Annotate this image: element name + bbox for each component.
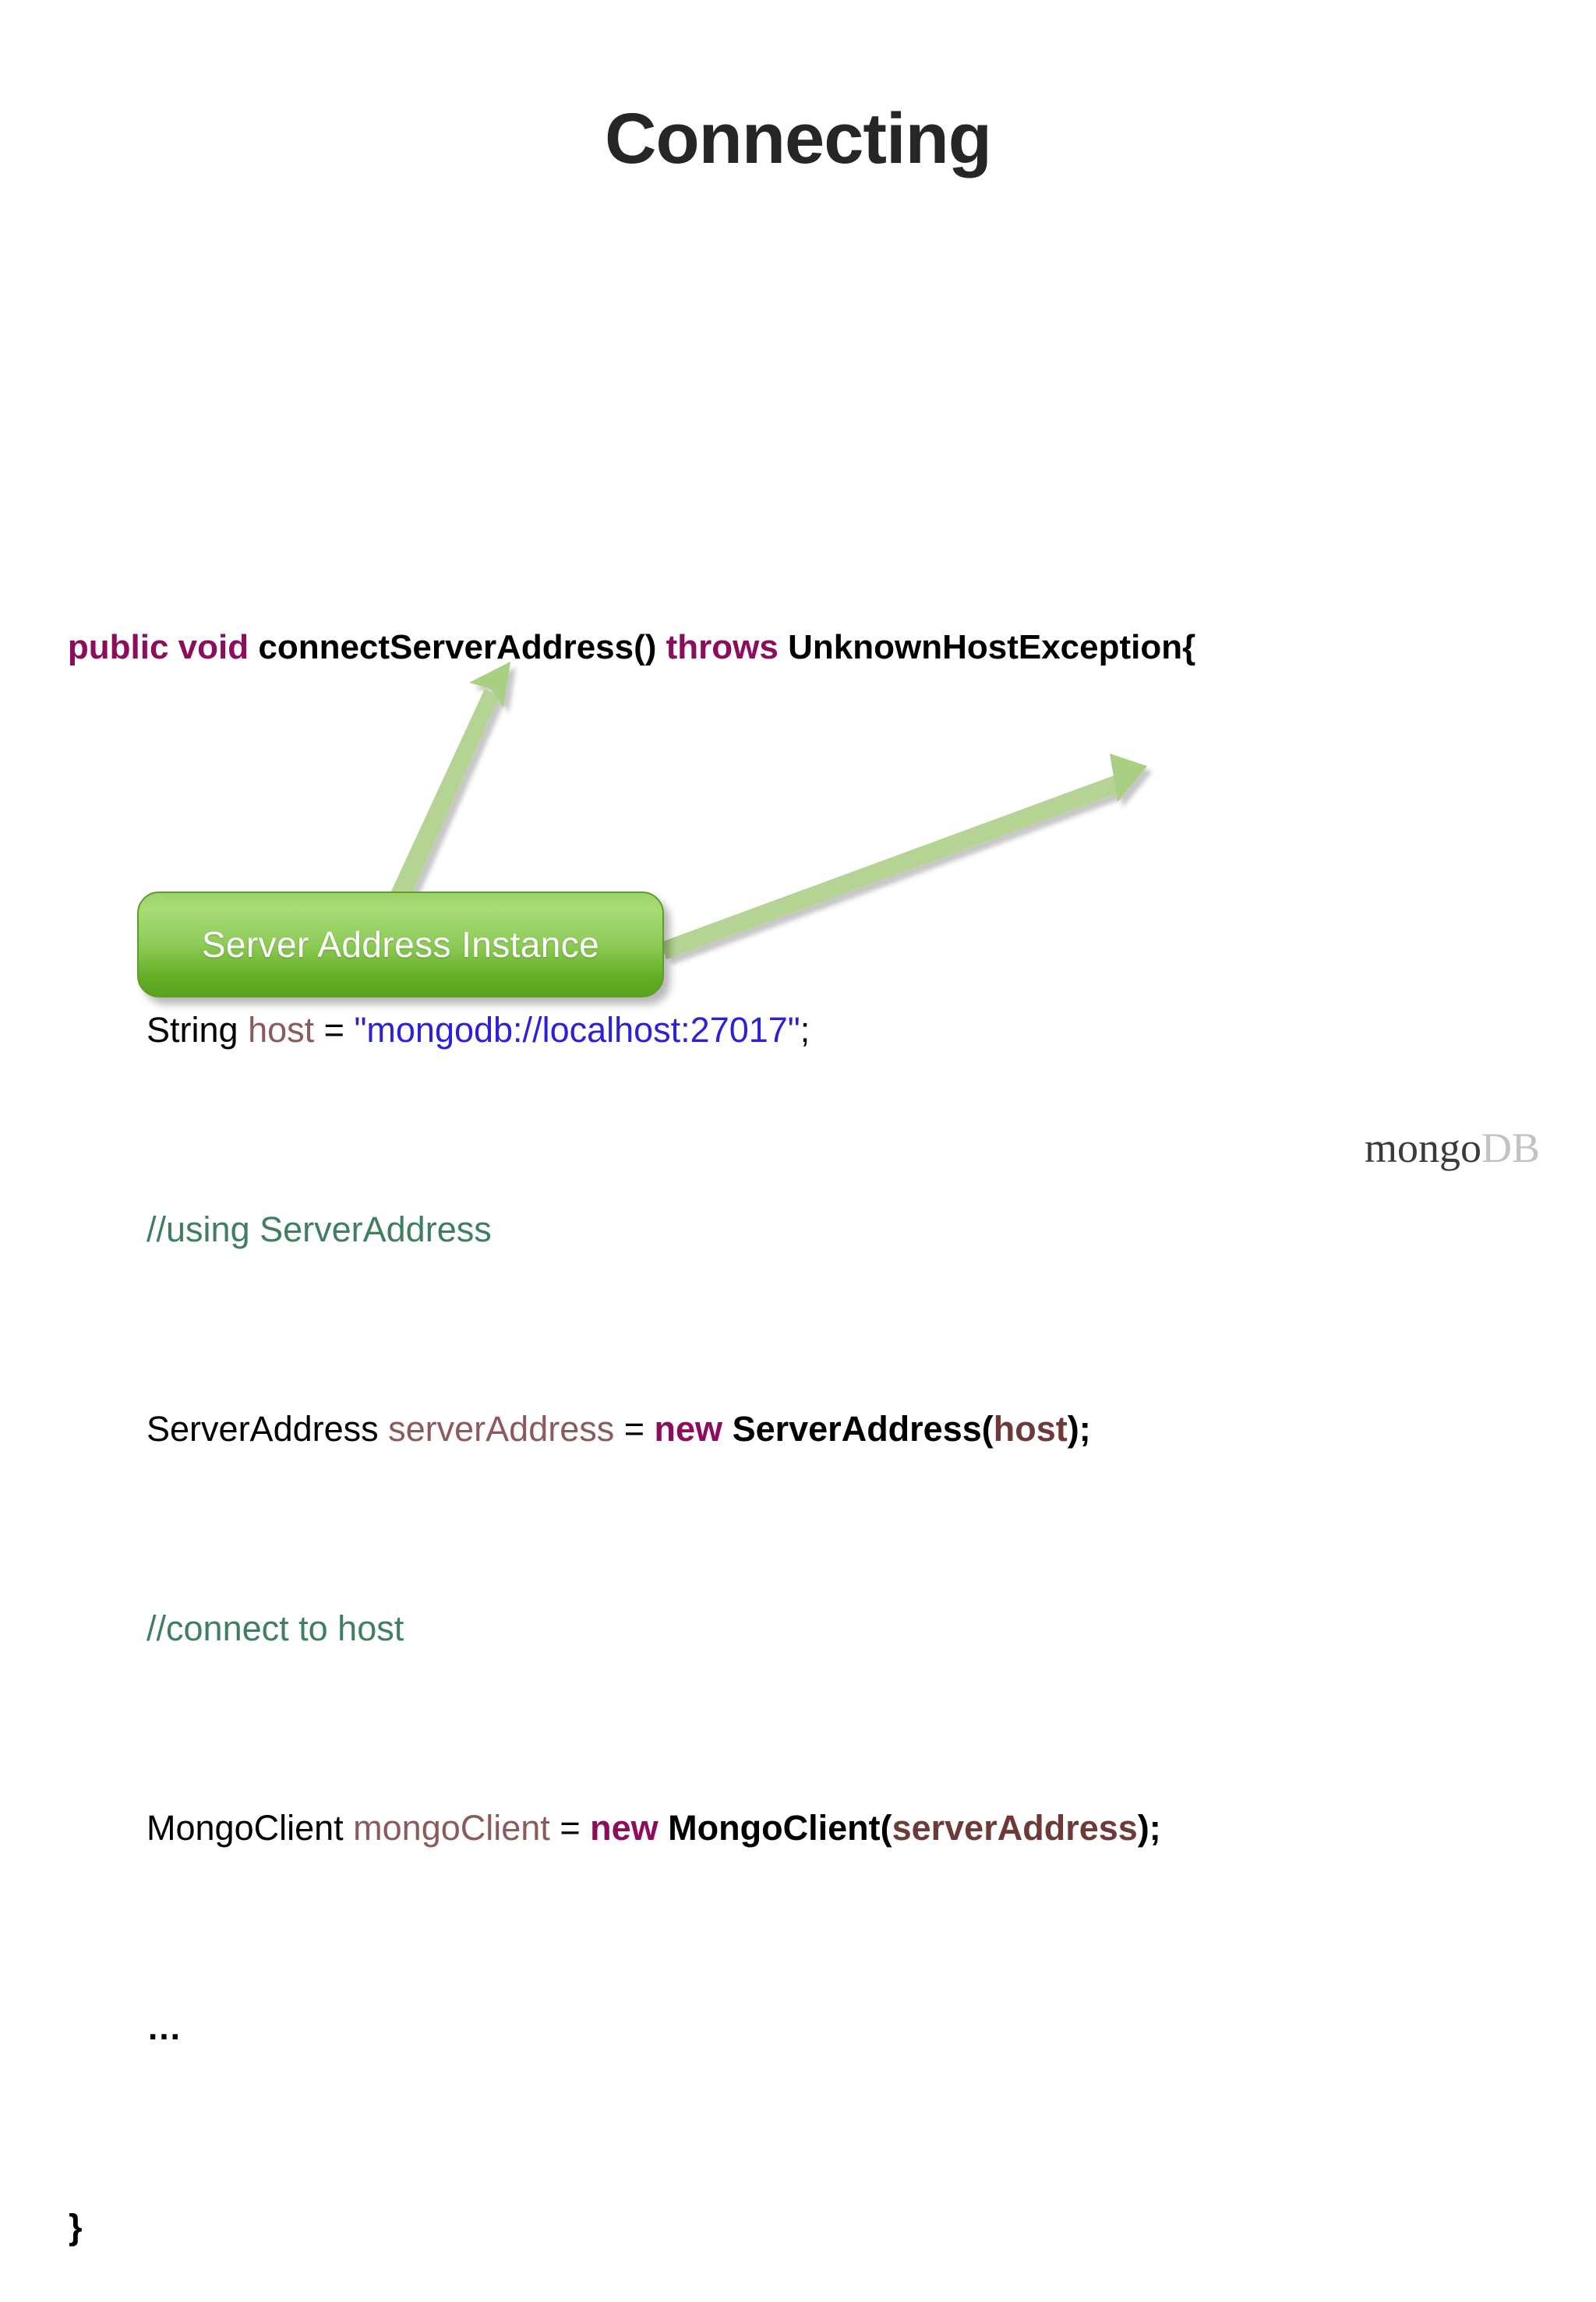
code-line-mongo-client: MongoClient mongoClient = new MongoClien…: [30, 1753, 1510, 1848]
exception-unknown-host-exception: UnknownHostException{: [788, 628, 1196, 666]
keyword-throws: throws: [666, 628, 789, 666]
keyword-public-void: public void: [67, 628, 259, 666]
ellipsis-text: …: [147, 2007, 185, 2047]
callout-label: Server Address Instance: [201, 924, 600, 965]
variable-server-address: serverAddress: [388, 1409, 624, 1449]
string-literal-connection-uri: "mongodb://localhost:27017": [354, 1010, 800, 1050]
close-paren-semicolon: );: [1137, 1808, 1161, 1848]
closing-brace: }: [69, 2207, 83, 2247]
method-name-connect-server-address: connectServerAddress(): [258, 628, 666, 666]
argument-server-address: serverAddress: [892, 1808, 1138, 1848]
code-line-closing-brace: }: [30, 2152, 1510, 2247]
variable-mongo-client: mongoClient: [353, 1808, 560, 1848]
code-line-ellipsis: …: [30, 1953, 1510, 2047]
keyword-new: new: [590, 1808, 669, 1848]
logo-text-db: DB: [1481, 1125, 1540, 1171]
constructor-server-address: ServerAddress(: [732, 1409, 994, 1449]
keyword-new: new: [654, 1409, 733, 1449]
argument-host: host: [993, 1409, 1068, 1449]
page-title: Connecting: [605, 99, 992, 178]
comment-connect-to-host: //connect to host: [147, 1608, 404, 1648]
constructor-mongo-client: MongoClient(: [668, 1808, 892, 1848]
semicolon: ;: [800, 1010, 810, 1050]
operator-assign: =: [623, 1409, 655, 1449]
code-block: public void connectServerAddress() throw…: [30, 416, 1510, 2302]
type-string: String: [147, 1010, 249, 1050]
variable-host: host: [248, 1010, 324, 1050]
code-blank-line: [30, 770, 1510, 806]
close-paren-semicolon: );: [1067, 1409, 1091, 1449]
type-mongo-client: MongoClient: [147, 1808, 354, 1848]
logo-text-mongo: mongo: [1364, 1125, 1481, 1171]
callout-server-address-instance[interactable]: Server Address Instance: [137, 891, 664, 997]
operator-assign: =: [323, 1010, 355, 1050]
code-line-comment-connect-to-host: //connect to host: [30, 1554, 1510, 1648]
code-line-string-host: String host = "mongodb://localhost:27017…: [30, 955, 1510, 1050]
type-server-address: ServerAddress: [147, 1409, 389, 1449]
operator-assign: =: [560, 1808, 591, 1848]
code-line-comment-using-serveraddress: //using ServerAddress: [30, 1155, 1510, 1249]
comment-using-serveraddress: //using ServerAddress: [147, 1209, 492, 1249]
code-line-method-signature: public void connectServerAddress() throw…: [30, 566, 1510, 666]
mongodb-logo: mongoDB: [1344, 1085, 1540, 1169]
code-line-server-address: ServerAddress serverAddress = new Server…: [30, 1354, 1510, 1449]
